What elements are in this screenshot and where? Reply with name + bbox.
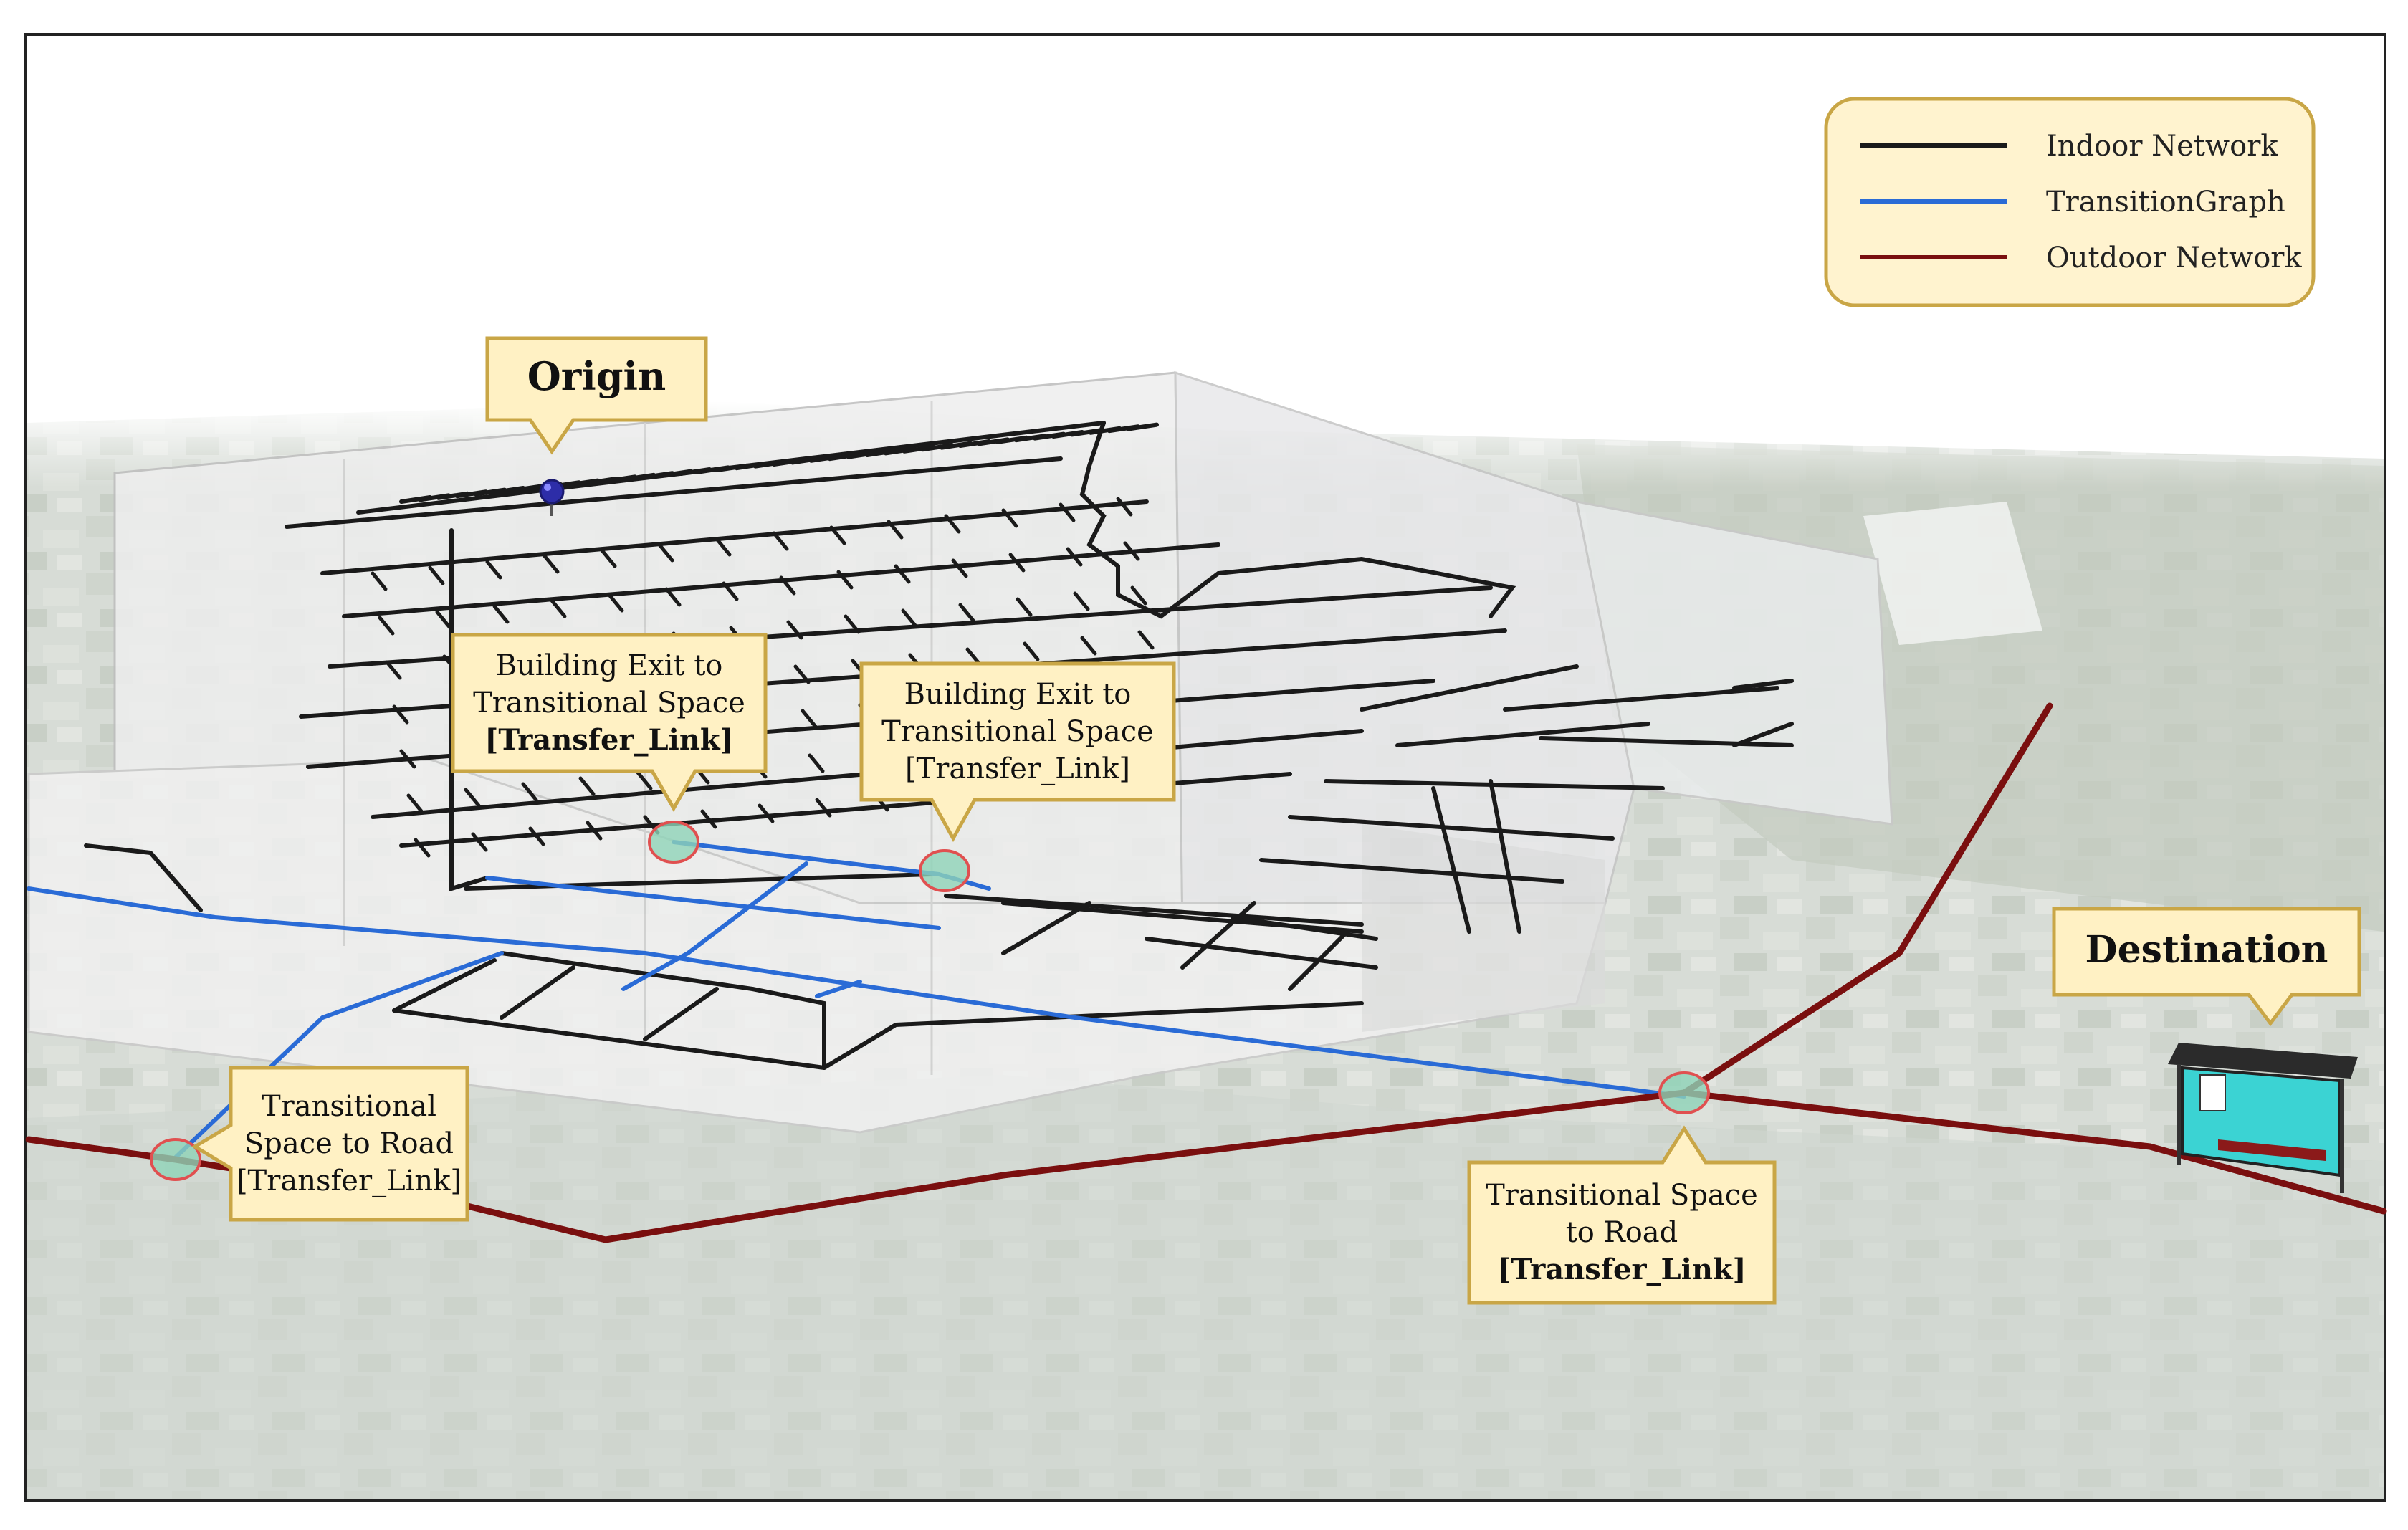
legend-item-2: TransitionGraph <box>1860 186 2285 219</box>
callout-road-2: Transitional Space to Road [Transfer_Link] <box>1467 1125 1777 1305</box>
transfer-node-exit-1 <box>648 821 699 864</box>
building-volume <box>27 370 1893 1134</box>
callout-origin: Origin <box>485 336 708 455</box>
callout-origin-line-1: Origin <box>527 353 666 399</box>
callout-destination-line-1: Destination <box>2086 928 2328 972</box>
callout-road-2-line-3: [Transfer_Link] <box>1497 1253 1746 1286</box>
legend-item-3: Outdoor Network <box>1860 242 2302 274</box>
transfer-node-road-2 <box>1658 1071 1710 1114</box>
callout-road-1-line-2: Space to Road <box>244 1127 454 1160</box>
transition-graph-lines <box>27 840 1686 1160</box>
callout-exit-1-line-3: [Transfer_Link] <box>484 723 733 757</box>
legend-box <box>1824 97 2316 307</box>
callout-exit-1-line-2: Transitional Space <box>473 687 745 719</box>
callout-exit-2-line-2: Transitional Space <box>882 715 1154 748</box>
legend-item-1: Indoor Network <box>1860 130 2278 163</box>
callout-exit-2: Building Exit to Transitional Space [Trans… <box>859 661 1176 843</box>
callout-destination: Destination <box>2052 907 2361 1027</box>
callout-exit-1-line-1: Building Exit to <box>496 649 723 682</box>
outdoor-network-lines <box>25 702 2387 1243</box>
callout-road-2-line-1: Transitional Space <box>1486 1179 1758 1212</box>
transfer-node-road-1 <box>150 1138 201 1181</box>
origin-marker-icon <box>539 479 565 516</box>
callout-road-2-line-2: to Road <box>1566 1216 1678 1249</box>
legend-label: Outdoor Network <box>2046 242 2302 274</box>
bus-shelter-icon <box>2168 1043 2358 1193</box>
callout-exit-2-line-1: Building Exit to <box>904 678 1132 711</box>
callout-road-1-line-3: [Transfer_Link] <box>236 1165 462 1197</box>
legend-label: Indoor Network <box>2046 130 2278 163</box>
transfer-node-exit-2 <box>919 849 970 892</box>
legend-label: TransitionGraph <box>2046 186 2285 219</box>
transfer-link-nodes <box>150 821 1710 1181</box>
callout-exit-2-line-3: [Transfer_Link] <box>905 752 1130 785</box>
callout-exit-1: Building Exit to Transitional Space [Trans… <box>451 633 768 813</box>
callout-road-1-line-1: Transitional <box>262 1090 436 1123</box>
